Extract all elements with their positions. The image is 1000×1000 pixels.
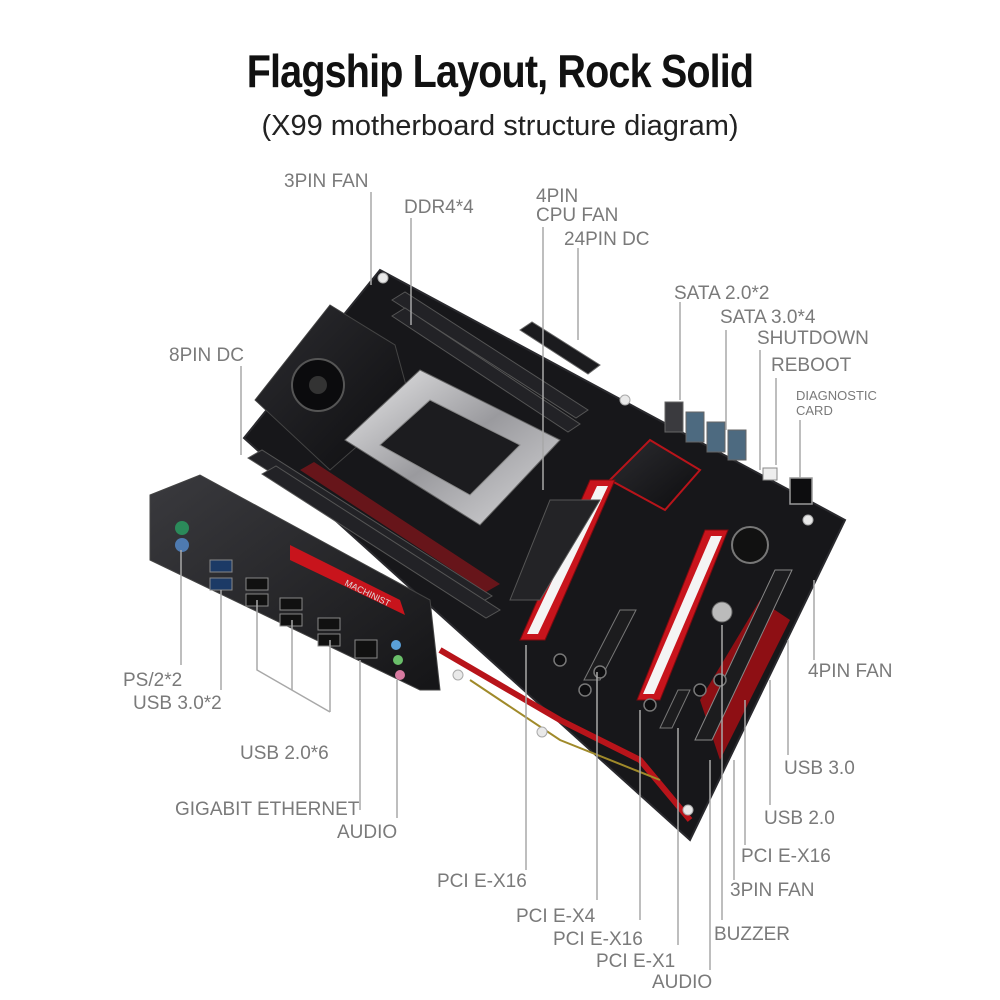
label-diagnostic-line2: CARD (796, 403, 833, 418)
label-3pin-fan-top: 3PIN FAN (284, 171, 369, 192)
label-pcie-x16-right: PCI E-X16 (741, 846, 831, 867)
label-8pin-dc: 8PIN DC (169, 345, 244, 366)
sata-ports (664, 401, 747, 461)
cmos-battery (731, 526, 769, 564)
gold-trace (469, 679, 661, 781)
label-usb30x2: USB 3.0*2 (133, 693, 222, 714)
pcie-slots (519, 479, 793, 741)
label-audio-bottom: AUDIO (652, 972, 713, 993)
io-ports (175, 521, 405, 680)
mounting-holes (377, 272, 814, 816)
diagnostic-display (789, 477, 813, 505)
label-audio-io: AUDIO (337, 822, 398, 843)
label-pcie-x1: PCI E-X1 (596, 951, 676, 972)
label-pcie-x16-mid: PCI E-X16 (553, 929, 643, 950)
label-usb20x6: USB 2.0*6 (240, 743, 329, 764)
io-red-stripe (290, 545, 405, 615)
label-buzzer: BUZZER (714, 924, 790, 945)
label-pcie-x16-left: PCI E-X16 (437, 871, 527, 892)
label-24pin-dc: 24PIN DC (564, 229, 650, 250)
leader-lines (180, 192, 815, 970)
buzzer (711, 601, 733, 623)
label-sata3: SATA 3.0*4 (720, 307, 816, 328)
atx-24pin-connector (519, 321, 601, 375)
label-usb30: USB 3.0 (784, 758, 855, 779)
label-4pin-cpu-fan-line1: 4PIN (536, 186, 579, 207)
label-ps2: PS/2*2 (123, 670, 183, 691)
io-shield (149, 474, 441, 691)
label-gigabit-ethernet: GIGABIT ETHERNET (175, 799, 360, 820)
label-3pin-fan-bottom: 3PIN FAN (730, 880, 815, 901)
cpu-socket-core (379, 399, 521, 496)
label-pcie-x4: PCI E-X4 (516, 906, 596, 927)
label-4pin-cpu-fan-line2: CPU FAN (536, 205, 619, 226)
capacitors (553, 653, 727, 712)
label-ddr4: DDR4*4 (404, 197, 474, 218)
ddr4-slots (247, 291, 589, 619)
label-sata2: SATA 2.0*2 (674, 283, 770, 304)
label-4pin-fan: 4PIN FAN (808, 661, 893, 682)
label-diagnostic-line1: DIAGNOSTIC (796, 388, 877, 403)
chipset-heatsink (608, 438, 702, 512)
label-reboot: REBOOT (771, 355, 852, 376)
page-subtitle: (X99 motherboard structure diagram) (261, 110, 739, 142)
red-trace (438, 647, 693, 822)
label-usb20: USB 2.0 (764, 808, 835, 829)
label-shutdown: SHUTDOWN (757, 328, 869, 349)
page-title: Flagship Layout, Rock Solid (246, 45, 754, 97)
m2-slot (509, 499, 601, 601)
